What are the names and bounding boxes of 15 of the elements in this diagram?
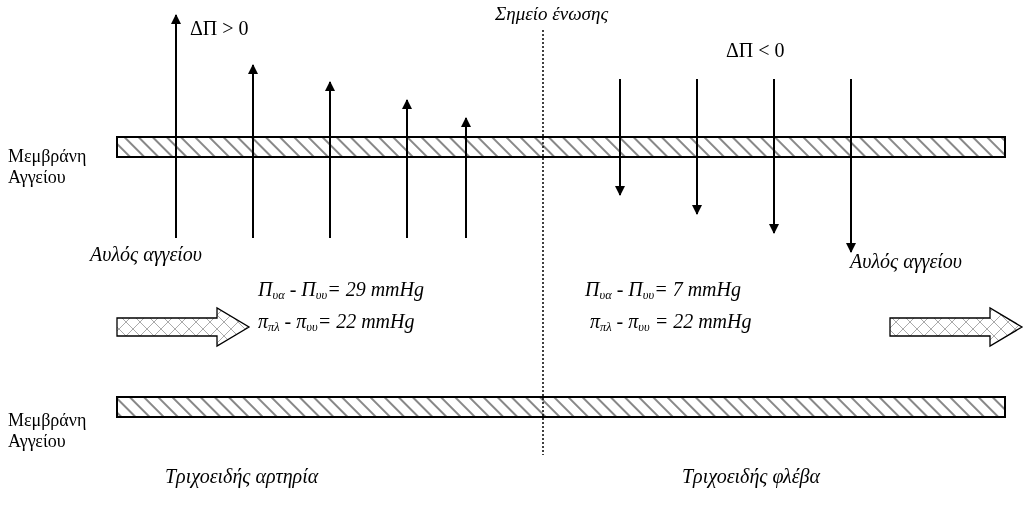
membrane-label: Μεμβράνη Αγγείου <box>8 410 88 452</box>
pressure-equation: Π$_{υα}$ - Π$_{υυ}$= 7 mmHg <box>585 278 741 303</box>
region-label: Τριχοειδής αρτηρία <box>165 465 319 488</box>
vessel-membrane <box>116 396 1006 418</box>
pressure-difference-label: ΔΠ > 0 <box>190 17 249 40</box>
vessel-membrane <box>116 136 1006 158</box>
lumen-label: Αυλός αγγείου <box>850 250 963 273</box>
pressure-equation: π$_{πλ}$ - π$_{υυ}$ = 22 mmHg <box>590 310 752 335</box>
pressure-equation: π$_{πλ}$ - π$_{υυ}$= 22 mmHg <box>258 310 415 335</box>
junction-label: Σημείο ένωσης <box>495 3 609 25</box>
lumen-label: Αυλός αγγείου <box>90 243 203 266</box>
membrane-label: Μεμβράνη Αγγείου <box>8 146 88 188</box>
pressure-difference-label: ΔΠ < 0 <box>726 39 785 62</box>
region-label: Τριχοειδής φλέβα <box>682 465 821 488</box>
pressure-equation: Π$_{υα}$ - Π$_{υυ}$= 29 mmHg <box>258 278 424 303</box>
